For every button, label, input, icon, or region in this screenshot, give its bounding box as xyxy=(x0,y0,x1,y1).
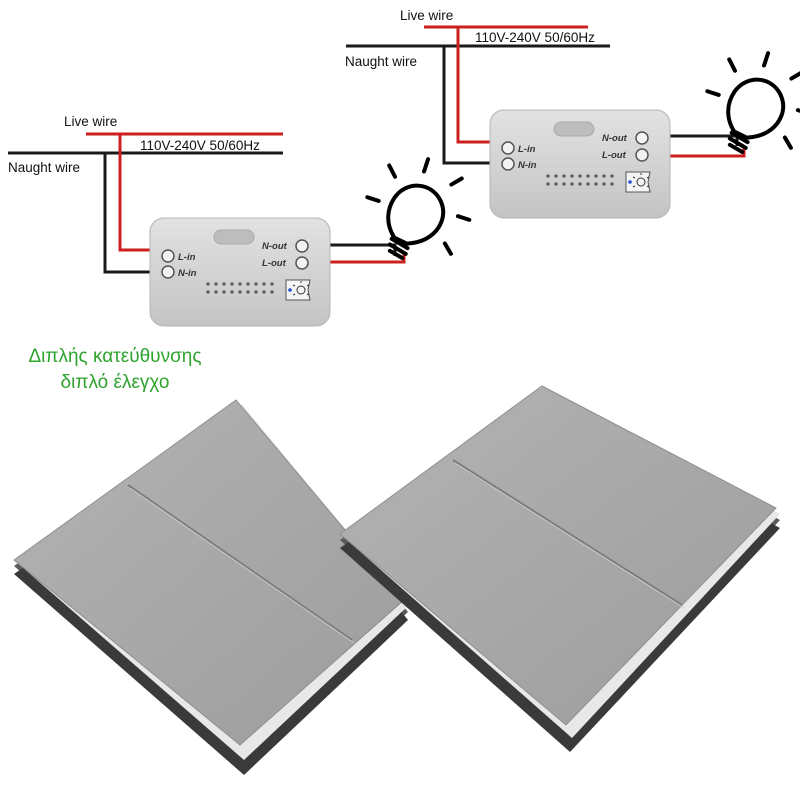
light-bulb-icon xyxy=(690,36,800,171)
relay-module: L-in N-in N-out L-out xyxy=(149,217,331,327)
l-out-label: L-out xyxy=(602,150,627,161)
live-wire-label: Live wire xyxy=(64,114,117,129)
n-out-label: N-out xyxy=(262,241,288,252)
wall-switch-right xyxy=(339,385,780,752)
neutral-wire-label: Naught wire xyxy=(345,54,417,69)
n-in-label: N-in xyxy=(178,268,197,279)
l-in-label: L-in xyxy=(518,144,536,155)
caption-line-2: διπλό έλεγχο xyxy=(60,372,170,393)
n-out-label: N-out xyxy=(602,133,628,144)
neutral-wire-label: Naught wire xyxy=(8,160,80,175)
voltage-label: 110V-240V 50/60Hz xyxy=(140,138,260,153)
n-in-label: N-in xyxy=(518,160,537,171)
neutral-feed-wire xyxy=(442,46,506,165)
diagram-caption: Διπλής κατεύθυνσης διπλό έλεγχο xyxy=(0,344,230,396)
caption-line-1: Διπλής κατεύθυνσης xyxy=(28,346,202,367)
live-wire-label: Live wire xyxy=(400,8,453,23)
circuit-right: Live wire Naught wire 110V-240V 50/60Hz … xyxy=(345,8,800,219)
voltage-label: 110V-240V 50/60Hz xyxy=(475,30,595,45)
neutral-feed-wire xyxy=(103,153,166,274)
l-in-label: L-in xyxy=(178,252,196,263)
wall-switch-left xyxy=(13,399,408,775)
l-out-label: L-out xyxy=(262,258,287,269)
l-out-wire xyxy=(655,146,746,158)
relay-module: L-in N-in N-out L-out xyxy=(489,109,671,219)
circuit-left: Live wire Naught wire 110V-240V 50/60Hz … xyxy=(8,114,486,327)
l-out-wire xyxy=(306,254,406,264)
